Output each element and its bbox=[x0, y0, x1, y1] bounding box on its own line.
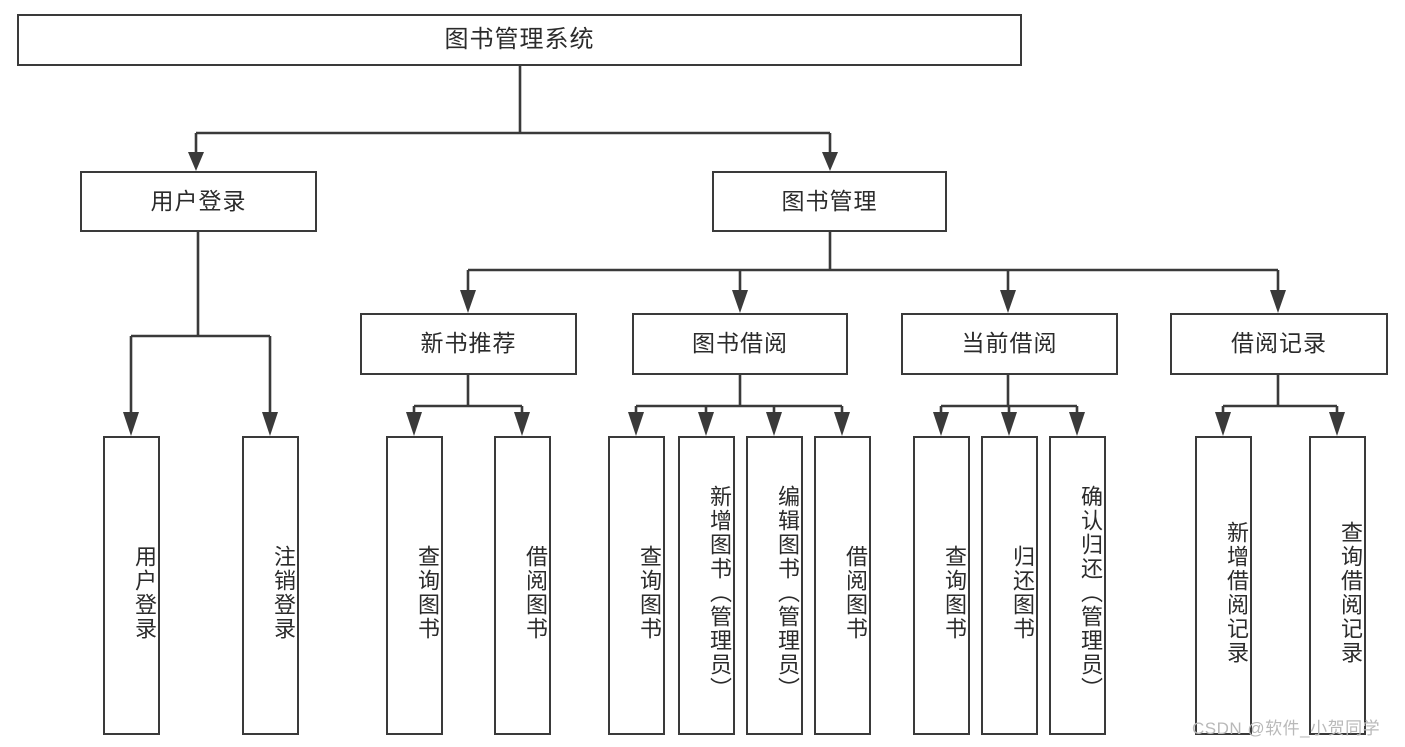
node-label: 用户登录 bbox=[132, 544, 157, 641]
node-borrow-record[interactable]: 借阅记录 bbox=[1170, 313, 1388, 375]
node-label: 确认归还（管理员） bbox=[1078, 484, 1103, 701]
node-label: 查询图书 bbox=[415, 544, 440, 641]
arrow-new-book-recommend bbox=[460, 290, 476, 313]
node-label: 借阅图书 bbox=[523, 544, 548, 641]
node-book-manage[interactable]: 图书管理 bbox=[712, 171, 947, 232]
node-label: 图书管理 bbox=[781, 187, 878, 214]
node-label: 归还图书 bbox=[1010, 544, 1035, 641]
node-book-borrow[interactable]: 图书借阅 bbox=[632, 313, 848, 375]
leaf-bookborrow-edit-book[interactable]: 编辑图书（管理员） bbox=[746, 436, 803, 735]
leaf-recommend-borrow-book[interactable]: 借阅图书 bbox=[494, 436, 551, 735]
arrow-rec-borrow-book bbox=[514, 412, 530, 436]
leaf-currentborrow-confirm-return[interactable]: 确认归还（管理员） bbox=[1049, 436, 1106, 735]
node-label: 注销登录 bbox=[271, 544, 296, 641]
arrow-cb-confirm-return bbox=[1069, 412, 1085, 436]
arrow-book-borrow bbox=[732, 290, 748, 313]
arrow-br-add-record bbox=[1215, 412, 1231, 436]
arrow-bb-query-book bbox=[628, 412, 644, 436]
node-label: 编辑图书（管理员） bbox=[775, 484, 800, 701]
node-label: 新增图书（管理员） bbox=[707, 484, 732, 701]
node-label: 查询借阅记录 bbox=[1338, 520, 1363, 665]
leaf-user-login[interactable]: 用户登录 bbox=[103, 436, 160, 735]
arrow-book-manage bbox=[822, 152, 838, 171]
arrow-user-login bbox=[188, 152, 204, 171]
node-label: 图书借阅 bbox=[692, 330, 788, 357]
node-new-book-recommend[interactable]: 新书推荐 bbox=[360, 313, 577, 375]
arrow-br-query-record bbox=[1329, 412, 1345, 436]
node-label: 当前借阅 bbox=[961, 330, 1058, 357]
leaf-bookborrow-borrow-book[interactable]: 借阅图书 bbox=[814, 436, 871, 735]
leaf-borrowrecord-add-record[interactable]: 新增借阅记录 bbox=[1195, 436, 1252, 735]
arrow-borrow-record bbox=[1270, 290, 1286, 313]
node-label: 图书管理系统 bbox=[444, 25, 595, 53]
arrow-bb-edit-book bbox=[766, 412, 782, 436]
arrow-cb-query-book bbox=[933, 412, 949, 436]
leaf-borrowrecord-query-record[interactable]: 查询借阅记录 bbox=[1309, 436, 1366, 735]
leaf-currentborrow-query-book[interactable]: 查询图书 bbox=[913, 436, 970, 735]
arrow-bb-add-book bbox=[698, 412, 714, 436]
node-current-borrow[interactable]: 当前借阅 bbox=[901, 313, 1118, 375]
arrow-bb-borrow-book bbox=[834, 412, 850, 436]
node-label: 查询图书 bbox=[637, 544, 662, 641]
arrow-leaf-user-login bbox=[123, 412, 139, 436]
node-label: 借阅图书 bbox=[843, 544, 868, 641]
node-label: 新增借阅记录 bbox=[1224, 520, 1249, 665]
leaf-bookborrow-query-book[interactable]: 查询图书 bbox=[608, 436, 665, 735]
arrow-current-borrow bbox=[1000, 290, 1016, 313]
leaf-recommend-query-book[interactable]: 查询图书 bbox=[386, 436, 443, 735]
arrow-cb-return-book bbox=[1001, 412, 1017, 436]
node-label: 用户登录 bbox=[150, 187, 247, 214]
node-user-login[interactable]: 用户登录 bbox=[80, 171, 317, 232]
arrow-rec-query-book bbox=[406, 412, 422, 436]
arrow-leaf-user-logout bbox=[262, 412, 278, 436]
leaf-currentborrow-return-book[interactable]: 归还图书 bbox=[981, 436, 1038, 735]
node-label: 查询图书 bbox=[942, 544, 967, 641]
leaf-bookborrow-add-book[interactable]: 新增图书（管理员） bbox=[678, 436, 735, 735]
node-root-book-management-system[interactable]: 图书管理系统 bbox=[17, 14, 1022, 66]
leaf-user-logout[interactable]: 注销登录 bbox=[242, 436, 299, 735]
node-label: 借阅记录 bbox=[1231, 330, 1327, 357]
node-label: 新书推荐 bbox=[420, 330, 517, 357]
